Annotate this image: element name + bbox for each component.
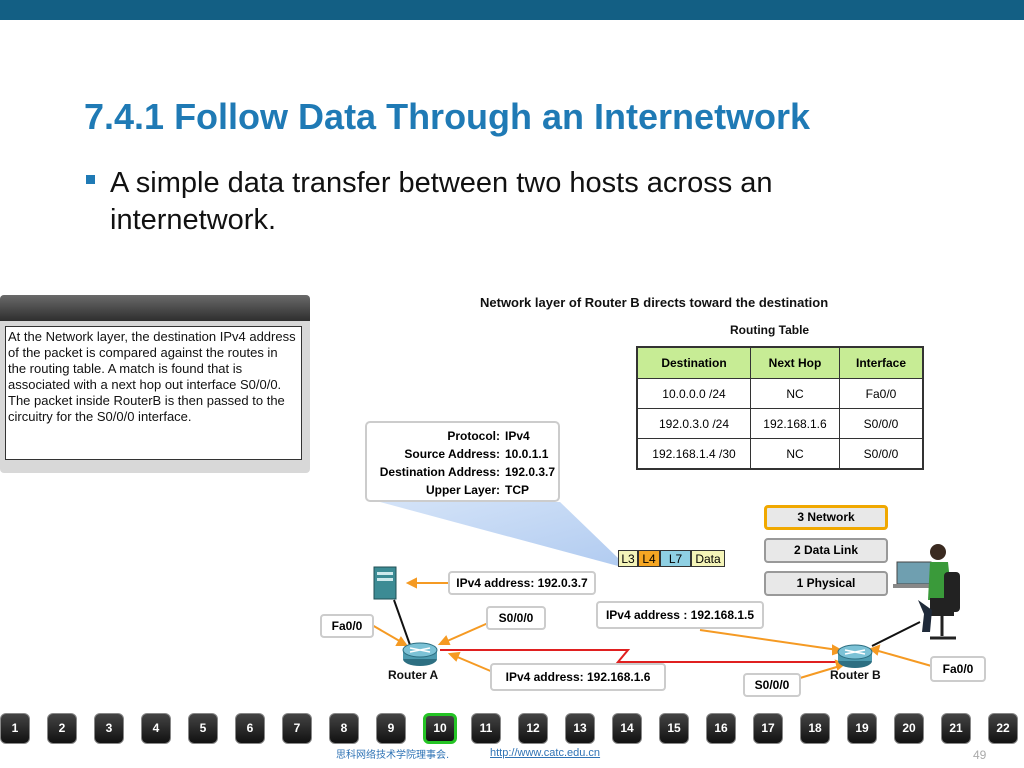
nav-button-5[interactable]: 5: [188, 713, 218, 744]
page-number: 49: [973, 748, 987, 762]
table-cell: S0/0/0: [839, 408, 924, 439]
upper-layer-value: TCP: [505, 483, 529, 497]
router-b-icon: [837, 644, 873, 668]
server-ip-label: IPv4 address: 192.0.3.7: [448, 571, 596, 595]
router-b-label: Router B: [830, 668, 881, 682]
destination-address-row: Destination Address: 192.0.3.7: [367, 465, 562, 483]
nav-button-7[interactable]: 7: [282, 713, 312, 744]
destination-address-label: Destination Address:: [379, 465, 500, 479]
table-row: 192.168.1.4 /30 NC S0/0/0: [636, 438, 924, 470]
nav-button-15[interactable]: 15: [659, 713, 689, 744]
packet-header-box: Protocol: IPv4 Source Address: 10.0.1.1 …: [365, 421, 560, 502]
nav-button-9[interactable]: 9: [376, 713, 406, 744]
info-panel: At the Network layer, the destination IP…: [0, 295, 310, 473]
footer-link[interactable]: http://www.catc.edu.cn: [490, 747, 601, 759]
protocol-row: Protocol: IPv4: [367, 429, 562, 447]
table-cell: 192.168.1.6: [750, 408, 840, 439]
source-address-row: Source Address: 10.0.1.1: [367, 447, 562, 465]
router-b-serial-label: S0/0/0: [743, 673, 801, 697]
table-cell: 192.0.3.0 /24: [636, 408, 751, 439]
pdu-l7: L7: [660, 550, 691, 567]
nav-button-18[interactable]: 18: [800, 713, 830, 744]
table-cell: S0/0/0: [839, 438, 924, 470]
nav-button-20[interactable]: 20: [894, 713, 924, 744]
server-cable: [393, 599, 411, 646]
nav-button-4[interactable]: 4: [141, 713, 171, 744]
protocol-value: IPv4: [505, 429, 530, 443]
pdu-l4: L4: [638, 550, 660, 567]
nav-button-14[interactable]: 14: [612, 713, 642, 744]
layer-1-physical: 1 Physical: [764, 571, 888, 596]
table-row: 192.0.3.0 /24 192.168.1.6 S0/0/0: [636, 408, 924, 439]
nav-button-3[interactable]: 3: [94, 713, 124, 744]
bullet-square-icon: [86, 175, 95, 184]
router-b-serial-ip-label: IPv4 address : 192.168.1.5: [596, 601, 764, 629]
nav-button-13[interactable]: 13: [565, 713, 595, 744]
nav-button-12[interactable]: 12: [518, 713, 548, 744]
source-address-label: Source Address:: [404, 447, 500, 461]
column-header-destination: Destination: [636, 346, 751, 379]
server-icon: [373, 566, 397, 600]
nav-button-11[interactable]: 11: [471, 713, 501, 744]
upper-layer-row: Upper Layer: TCP: [367, 483, 562, 501]
top-banner: [0, 0, 1024, 20]
diagram-title: Network layer of Router B directs toward…: [480, 295, 829, 310]
nav-button-16[interactable]: 16: [706, 713, 736, 744]
router-a-fa-label: Fa0/0: [320, 614, 374, 638]
routing-table: Destination Next Hop Interface 10.0.0.0 …: [636, 346, 924, 470]
page-title: 7.4.1 Follow Data Through an Internetwor…: [84, 96, 811, 137]
source-address-value: 10.0.1.1: [505, 447, 549, 461]
routing-table-caption: Routing Table: [730, 323, 810, 337]
table-cell: 192.168.1.4 /30: [636, 438, 751, 470]
column-header-next-hop: Next Hop: [750, 346, 840, 379]
router-a-label: Router A: [388, 668, 439, 682]
table-cell: 10.0.0.0 /24: [636, 378, 751, 409]
pdu-l3: L3: [618, 550, 638, 567]
upper-layer-label: Upper Layer:: [425, 483, 500, 497]
table-row: 10.0.0.0 /24 NC Fa0/0: [636, 378, 924, 409]
serial-link: [440, 649, 840, 663]
router-a-icon: [402, 642, 438, 666]
nav-button-1[interactable]: 1: [0, 713, 30, 744]
router-b-fa-label: Fa0/0: [930, 656, 986, 682]
layer-2-data-link: 2 Data Link: [764, 538, 888, 563]
table-cell: NC: [750, 378, 840, 409]
nav-button-22[interactable]: 22: [988, 713, 1018, 744]
nav-button-6[interactable]: 6: [235, 713, 265, 744]
info-panel-text: At the Network layer, the destination IP…: [5, 326, 302, 460]
router-a-serial-ip-label: IPv4 address: 192.168.1.6: [490, 663, 666, 691]
user-at-computer-icon: [893, 544, 960, 640]
packet-beam: [380, 502, 618, 566]
protocol-label: Protocol:: [447, 429, 500, 443]
footer-organization: 思科网络技术学院理事会.: [336, 750, 450, 761]
info-panel-header: [0, 295, 310, 321]
nav-button-2[interactable]: 2: [47, 713, 77, 744]
table-cell: NC: [750, 438, 840, 470]
routing-table-header-row: Destination Next Hop Interface: [636, 346, 924, 379]
pdu-data: Data: [691, 550, 725, 567]
nav-button-19[interactable]: 19: [847, 713, 877, 744]
layer-3-network: 3 Network: [764, 505, 888, 530]
table-cell: Fa0/0: [839, 378, 924, 409]
nav-button-21[interactable]: 21: [941, 713, 971, 744]
destination-address-value: 192.0.3.7: [505, 465, 556, 479]
nav-button-17[interactable]: 17: [753, 713, 783, 744]
column-header-interface: Interface: [839, 346, 924, 379]
router-a-serial-label: S0/0/0: [486, 606, 546, 630]
bullet-text: A simple data transfer between two hosts…: [110, 167, 773, 236]
nav-button-10[interactable]: 10: [423, 713, 457, 744]
nav-button-8[interactable]: 8: [329, 713, 359, 744]
person-cable: [871, 621, 921, 647]
